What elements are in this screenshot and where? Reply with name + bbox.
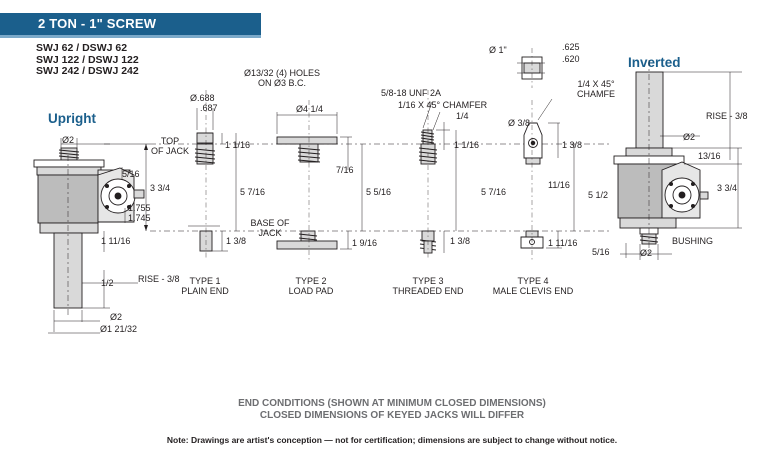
type4-dim-1-11-16: 1 11/16 [548, 238, 578, 248]
type4-chamfer: 1/4 X 45°CHAMFE [577, 79, 615, 99]
type3-drawing [418, 90, 457, 260]
inverted-dim-5-16: 5/16 [592, 247, 610, 257]
inverted-dim-3-3-4: 3 3/4 [717, 183, 738, 193]
upright-dim-3-3-4: 3 3/4 [150, 183, 171, 193]
type4-dim-1-3-8: 1 3/8 [562, 140, 583, 150]
model-item: SWJ 242 / DSWJ 242 [36, 65, 139, 77]
inverted-jack-drawing [613, 60, 742, 260]
inverted-dim-13-16: 13/16 [698, 151, 721, 161]
upright-dim-1745: 1.745 [128, 213, 151, 223]
type1-dia-bot: .687 [200, 103, 218, 113]
upright-dim-1-2: 1/2 [101, 278, 114, 288]
type3-dim-5-7-16: 5 7/16 [481, 187, 507, 197]
type4-dim-11-16: 11/16 [548, 180, 570, 190]
model-list: SWJ 62 / DSWJ 62 SWJ 122 / DSWJ 122 SWJ … [36, 42, 139, 78]
upright-rise: RISE - 3/8 [138, 274, 180, 284]
type3-chamfer: 1/16 X 45° CHAMFER [398, 100, 488, 110]
inverted-bot-dia: Ø2 [640, 248, 653, 258]
type2-drawing [276, 100, 363, 260]
type1-dim-5-7-16: 5 7/16 [240, 187, 266, 197]
header-banner: 2 TON - 1" SCREW [0, 13, 261, 38]
model-item: SWJ 62 / DSWJ 62 [36, 42, 128, 54]
inverted-rise: RISE - 3/8 [706, 111, 748, 121]
type4-drawing [517, 48, 575, 262]
page-title: 2 TON - 1" SCREW [38, 16, 157, 31]
model-item: SWJ 122 / DSWJ 122 [36, 53, 139, 66]
inverted-top-dia: Ø2 [683, 132, 696, 142]
upright-dim-1-11-16: 1 11/16 [101, 236, 131, 246]
end-conditions-caption: END CONDITIONS (SHOWN AT MINIMUM CLOSED … [238, 398, 546, 421]
type1-drawing [188, 90, 237, 260]
upright-dim-1755: 1.755 [128, 203, 151, 213]
type1-dim-1-3-8: 1 3/8 [226, 236, 247, 246]
type2-dim-7-16: 7/16 [336, 165, 354, 175]
type3-thread: 5/8-18 UNF 2A [381, 88, 442, 98]
upright-base-dia: Ø1 21/32 [100, 324, 138, 334]
type3-dim-1-4: 1/4 [456, 111, 469, 121]
type3-dim-1-1-16: 1 1/16 [454, 140, 480, 150]
upright-view-title: Upright [48, 111, 96, 126]
upright-jack-drawing [33, 138, 150, 334]
type3-dim-1-3-8: 1 3/8 [450, 236, 471, 246]
upright-dim-5-16: 5/16 [122, 169, 140, 179]
type4-dim-5-1-2: 5 1/2 [588, 190, 609, 200]
type2-pad-dia: Ø4 1/4 [296, 104, 324, 114]
type1-dia-top: Ø.688 [190, 93, 215, 103]
type1-dim-1-1-16: 1 1/16 [225, 140, 251, 150]
disclaimer-note: Note: Drawings are artist's conception —… [166, 435, 618, 445]
type2-dim-5-5-16: 5 5/16 [366, 187, 392, 197]
upright-shaft-dia: Ø2 [110, 312, 123, 322]
type4-dim-3-8: Ø 3/8 [508, 118, 531, 128]
type4-dim-625: .625 [562, 42, 580, 52]
type4-pin-dia: Ø 1" [489, 45, 507, 55]
inverted-view-title: Inverted [628, 55, 681, 70]
type2-dim-1-9-16: 1 9/16 [352, 238, 378, 248]
upright-top-dia: Ø2 [62, 135, 75, 145]
inverted-bushing: BUSHING [672, 236, 714, 246]
type4-dim-620: .620 [562, 54, 580, 64]
